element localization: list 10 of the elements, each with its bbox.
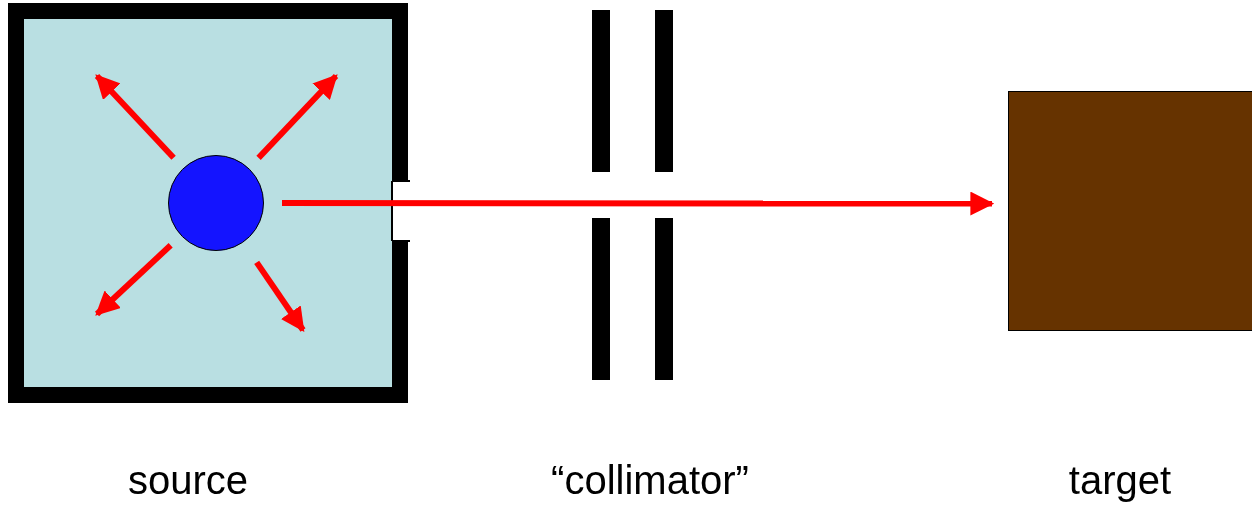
arrow [282,191,995,216]
caption-label: target [1068,458,1172,503]
source-housing [8,3,408,403]
target-block [1008,91,1252,331]
arrow [94,73,176,160]
part-label: “collimator” [551,458,749,503]
caption-label: source [127,458,249,503]
arrow [254,260,306,332]
arrow [94,243,173,317]
arrow [256,73,339,160]
